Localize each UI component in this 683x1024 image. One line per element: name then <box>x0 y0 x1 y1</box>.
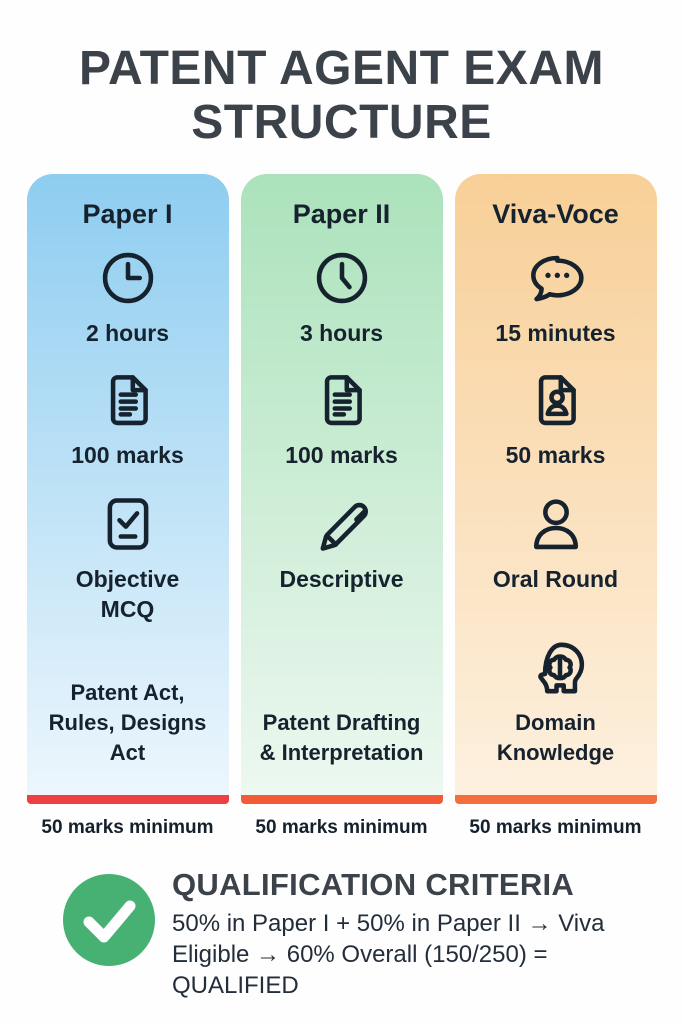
qualification-text: QUALIFICATION CRITERIA 50% in Paper I + … <box>172 867 652 1001</box>
subject-block: Domain Knowledge <box>497 636 614 768</box>
subject-label: Domain Knowledge <box>496 709 615 765</box>
clock-icon <box>310 246 374 310</box>
card-title: Viva-Voce <box>492 198 619 229</box>
document-icon <box>96 368 160 432</box>
qualification-section: QUALIFICATION CRITERIA 50% in Paper I + … <box>0 867 683 1001</box>
marks-label: 50 marks <box>505 441 606 468</box>
format-label: Objective MCQ <box>75 565 180 622</box>
subject-label: Patent Drafting & Interpretation <box>259 709 424 765</box>
duration-label: 15 minutes <box>495 319 616 346</box>
minimum-marks-note: 50 marks minimum <box>469 816 642 838</box>
accent-bar <box>454 794 657 804</box>
qualification-body: 50% in Paper I + 50% in Paper II → Viva … <box>172 909 605 999</box>
paper-2-card: Paper II 3 hours 100 marks <box>240 173 443 804</box>
accent-bar <box>240 794 443 804</box>
minimum-marks-note: 50 marks minimum <box>255 816 428 838</box>
check-circle-icon <box>62 873 156 967</box>
page-title-line1: PATENT AGENT EXAM <box>79 42 604 95</box>
viva-voce-column: Viva-Voce 15 minutes 50 ma <box>454 173 657 839</box>
minimum-marks-note: 50 marks minimum <box>41 816 214 838</box>
person-icon <box>524 492 588 556</box>
duration-label: 3 hours <box>299 319 384 346</box>
duration-label: 2 hours <box>85 319 170 346</box>
document-icon <box>310 368 374 432</box>
paper-1-column: Paper I 2 hours 100 marks <box>26 173 229 839</box>
page-title-line2: STRUCTURE <box>191 95 492 149</box>
subject-block: Patent Drafting & Interpretation <box>260 708 424 768</box>
subject-block: Patent Act, Rules, Designs Act <box>49 678 207 768</box>
card-title: Paper I <box>82 198 173 229</box>
paper-2-column: Paper II 3 hours 100 marks <box>240 173 443 839</box>
subject-label: Patent Act, Rules, Designs Act <box>48 679 207 765</box>
format-label: Oral Round <box>492 565 619 592</box>
paper-1-card: Paper I 2 hours 100 marks <box>26 173 229 804</box>
accent-bar <box>26 794 229 804</box>
card-title: Paper II <box>292 198 391 229</box>
viva-voce-card: Viva-Voce 15 minutes 50 ma <box>454 173 657 804</box>
marks-label: 100 marks <box>71 441 184 468</box>
format-label: Descriptive <box>279 565 404 592</box>
head-brain-icon <box>524 636 588 700</box>
checkbox-icon <box>96 492 160 556</box>
clock-icon <box>96 246 160 310</box>
qualification-heading: QUALIFICATION CRITERIA <box>172 866 575 902</box>
person-document-icon <box>524 368 588 432</box>
page-title: PATENT AGENT EXAM STRUCTURE <box>0 0 683 150</box>
chat-icon <box>524 246 588 310</box>
exam-cards: Paper I 2 hours 100 marks <box>0 173 683 839</box>
pen-icon <box>310 492 374 556</box>
marks-label: 100 marks <box>285 441 398 468</box>
